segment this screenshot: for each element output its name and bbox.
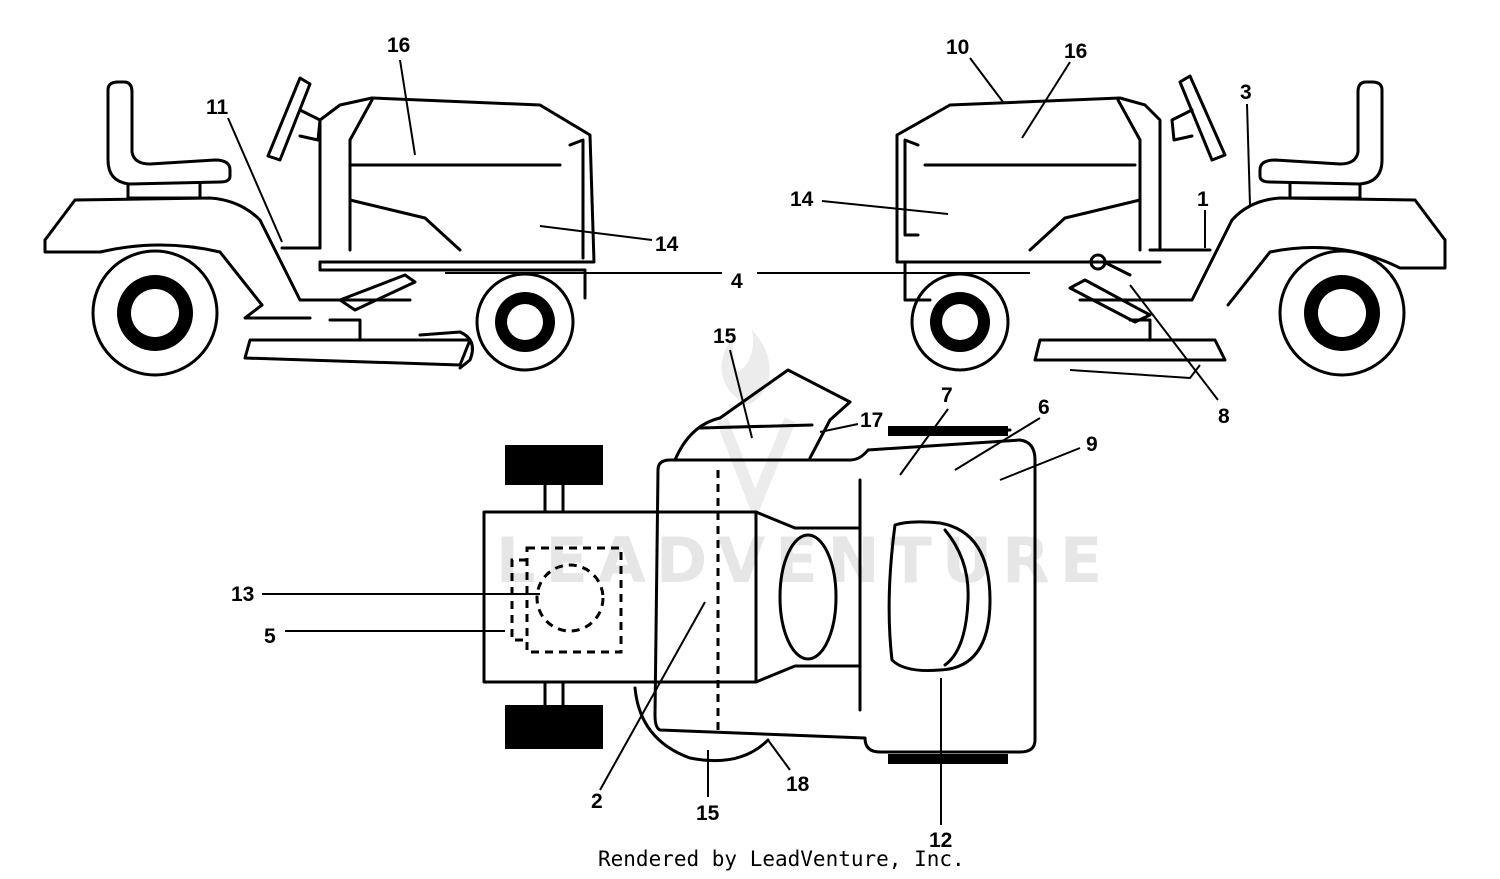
tractor-left-side-view xyxy=(43,76,596,377)
leader-lines xyxy=(227,57,1251,825)
callout-16-left: 16 xyxy=(387,34,410,57)
callout-12: 12 xyxy=(929,829,952,852)
callout-17: 17 xyxy=(860,409,883,432)
callout-15-top: 15 xyxy=(713,325,737,348)
callout-14-right: 14 xyxy=(790,188,814,211)
callout-9: 9 xyxy=(1086,433,1098,456)
callout-16-right: 16 xyxy=(1064,40,1087,63)
callout-6: 6 xyxy=(1038,396,1050,419)
callout-4: 4 xyxy=(731,270,743,293)
callout-18: 18 xyxy=(786,773,810,796)
watermark-text: LEADVENTURE xyxy=(496,524,1112,597)
footer-credit: Rendered by LeadVenture, Inc. xyxy=(598,847,965,871)
callout-1: 1 xyxy=(1197,188,1209,211)
callout-10: 10 xyxy=(946,36,969,59)
leadventure-watermark: LEADVENTURE xyxy=(496,330,1112,597)
callout-13: 13 xyxy=(231,583,254,606)
callout-15-bottom: 15 xyxy=(696,802,720,825)
callout-8: 8 xyxy=(1218,405,1230,428)
callout-7: 7 xyxy=(941,384,953,407)
callout-labels: 16 11 14 4 10 16 3 14 1 8 15 17 7 6 9 13… xyxy=(206,34,1252,852)
tractor-right-side-view xyxy=(895,74,1447,380)
callout-14-left: 14 xyxy=(655,233,679,256)
callout-3: 3 xyxy=(1240,81,1252,104)
callout-2: 2 xyxy=(591,790,603,813)
tractor-top-view xyxy=(482,368,1037,764)
callout-5: 5 xyxy=(264,625,276,648)
callout-11: 11 xyxy=(206,96,229,119)
